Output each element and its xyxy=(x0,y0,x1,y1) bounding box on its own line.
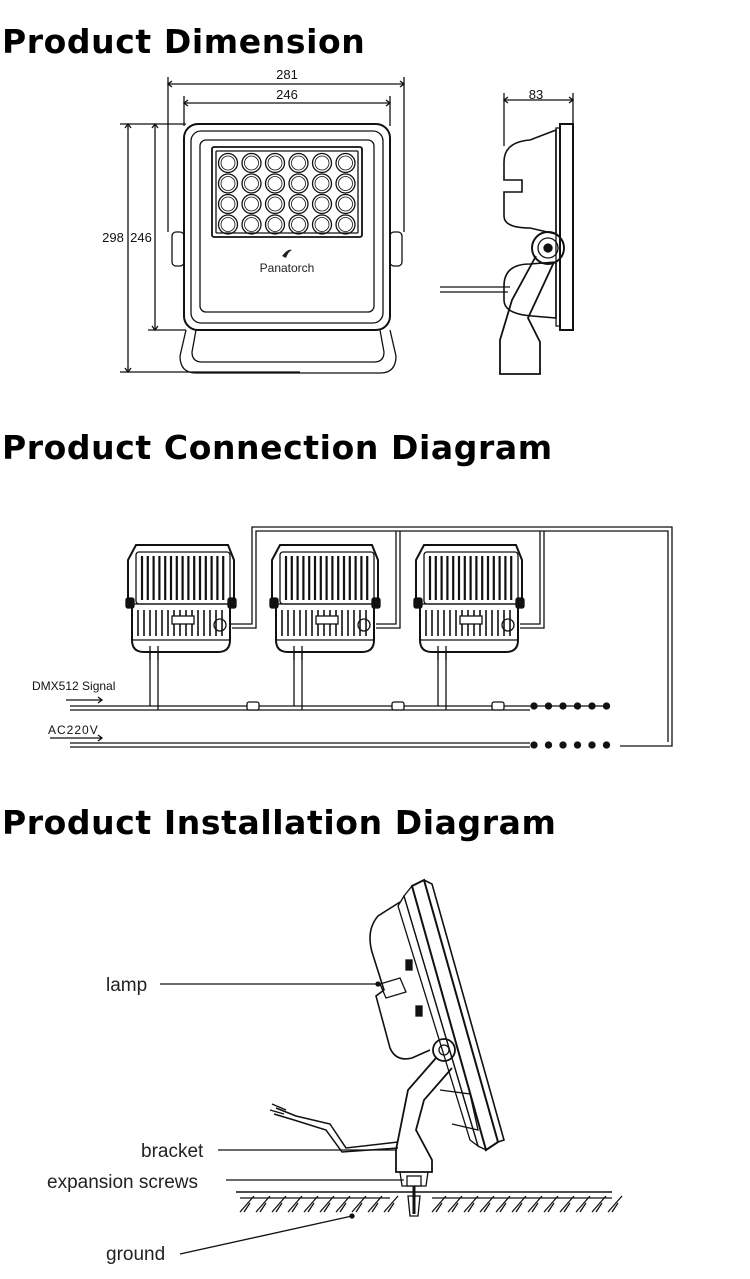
led-lens xyxy=(335,193,356,215)
fixture-rear-view xyxy=(269,544,381,660)
dmx512-signal-label: DMX512 Signal xyxy=(32,679,115,693)
led-lens xyxy=(264,173,286,194)
tilted-lamp xyxy=(369,878,505,1152)
return-wire xyxy=(230,526,673,747)
led-lens xyxy=(335,173,356,194)
led-lens xyxy=(311,152,333,174)
dim-label-246-height: 246 xyxy=(130,230,152,245)
brand-leaf-icon xyxy=(282,249,292,258)
ac220v-label: AC220V xyxy=(48,723,99,737)
dim-label-298: 298 xyxy=(102,230,124,245)
front-view xyxy=(171,123,403,374)
led-lens xyxy=(217,214,239,235)
brand-logo: Panatorch xyxy=(260,261,315,275)
installation-heading: Product Installation Diagram xyxy=(2,803,557,842)
dim-label-83: 83 xyxy=(529,87,543,102)
dim-label-281: 281 xyxy=(276,67,298,82)
led-lens xyxy=(311,173,333,194)
ground-label: ground xyxy=(106,1244,165,1265)
led-lens xyxy=(311,193,333,215)
led-lens xyxy=(264,193,286,215)
led-lens xyxy=(217,173,239,194)
led-lens xyxy=(288,193,309,215)
led-lens xyxy=(241,173,262,194)
ground-hatch xyxy=(239,1195,623,1213)
connection-heading: Product Connection Diagram xyxy=(2,428,553,467)
expansion-screw xyxy=(406,1175,422,1217)
bracket-shape xyxy=(395,1057,453,1187)
led-lens xyxy=(241,193,262,215)
led-lens xyxy=(288,173,309,194)
led-lens xyxy=(335,152,356,174)
fixture-rear-view xyxy=(125,544,237,660)
connection-diagram: DMX512 Signal AC220V xyxy=(0,505,750,765)
dim-label-246-width: 246 xyxy=(276,87,298,102)
led-lens xyxy=(335,214,356,235)
led-grid xyxy=(217,152,356,235)
fixture-rear-view xyxy=(413,544,525,660)
bracket-label: bracket xyxy=(141,1141,204,1162)
led-lens xyxy=(241,214,262,235)
led-lens xyxy=(217,193,239,215)
led-lens xyxy=(264,214,286,235)
expansion-screws-label: expansion screws xyxy=(47,1172,198,1193)
led-lens xyxy=(288,214,309,235)
installation-diagram: lamp bracket expansion screws ground xyxy=(0,872,750,1279)
continuation-dots xyxy=(530,702,611,749)
led-lens xyxy=(288,152,309,174)
dimension-heading: Product Dimension xyxy=(2,22,366,61)
led-lens xyxy=(217,152,239,174)
dimension-drawing: Panatorch 281 246 298 246 83 xyxy=(0,60,750,390)
led-lens xyxy=(264,152,286,174)
lamp-label: lamp xyxy=(106,975,147,996)
led-lens xyxy=(311,214,333,235)
side-view xyxy=(440,123,574,375)
led-lens xyxy=(241,152,262,174)
